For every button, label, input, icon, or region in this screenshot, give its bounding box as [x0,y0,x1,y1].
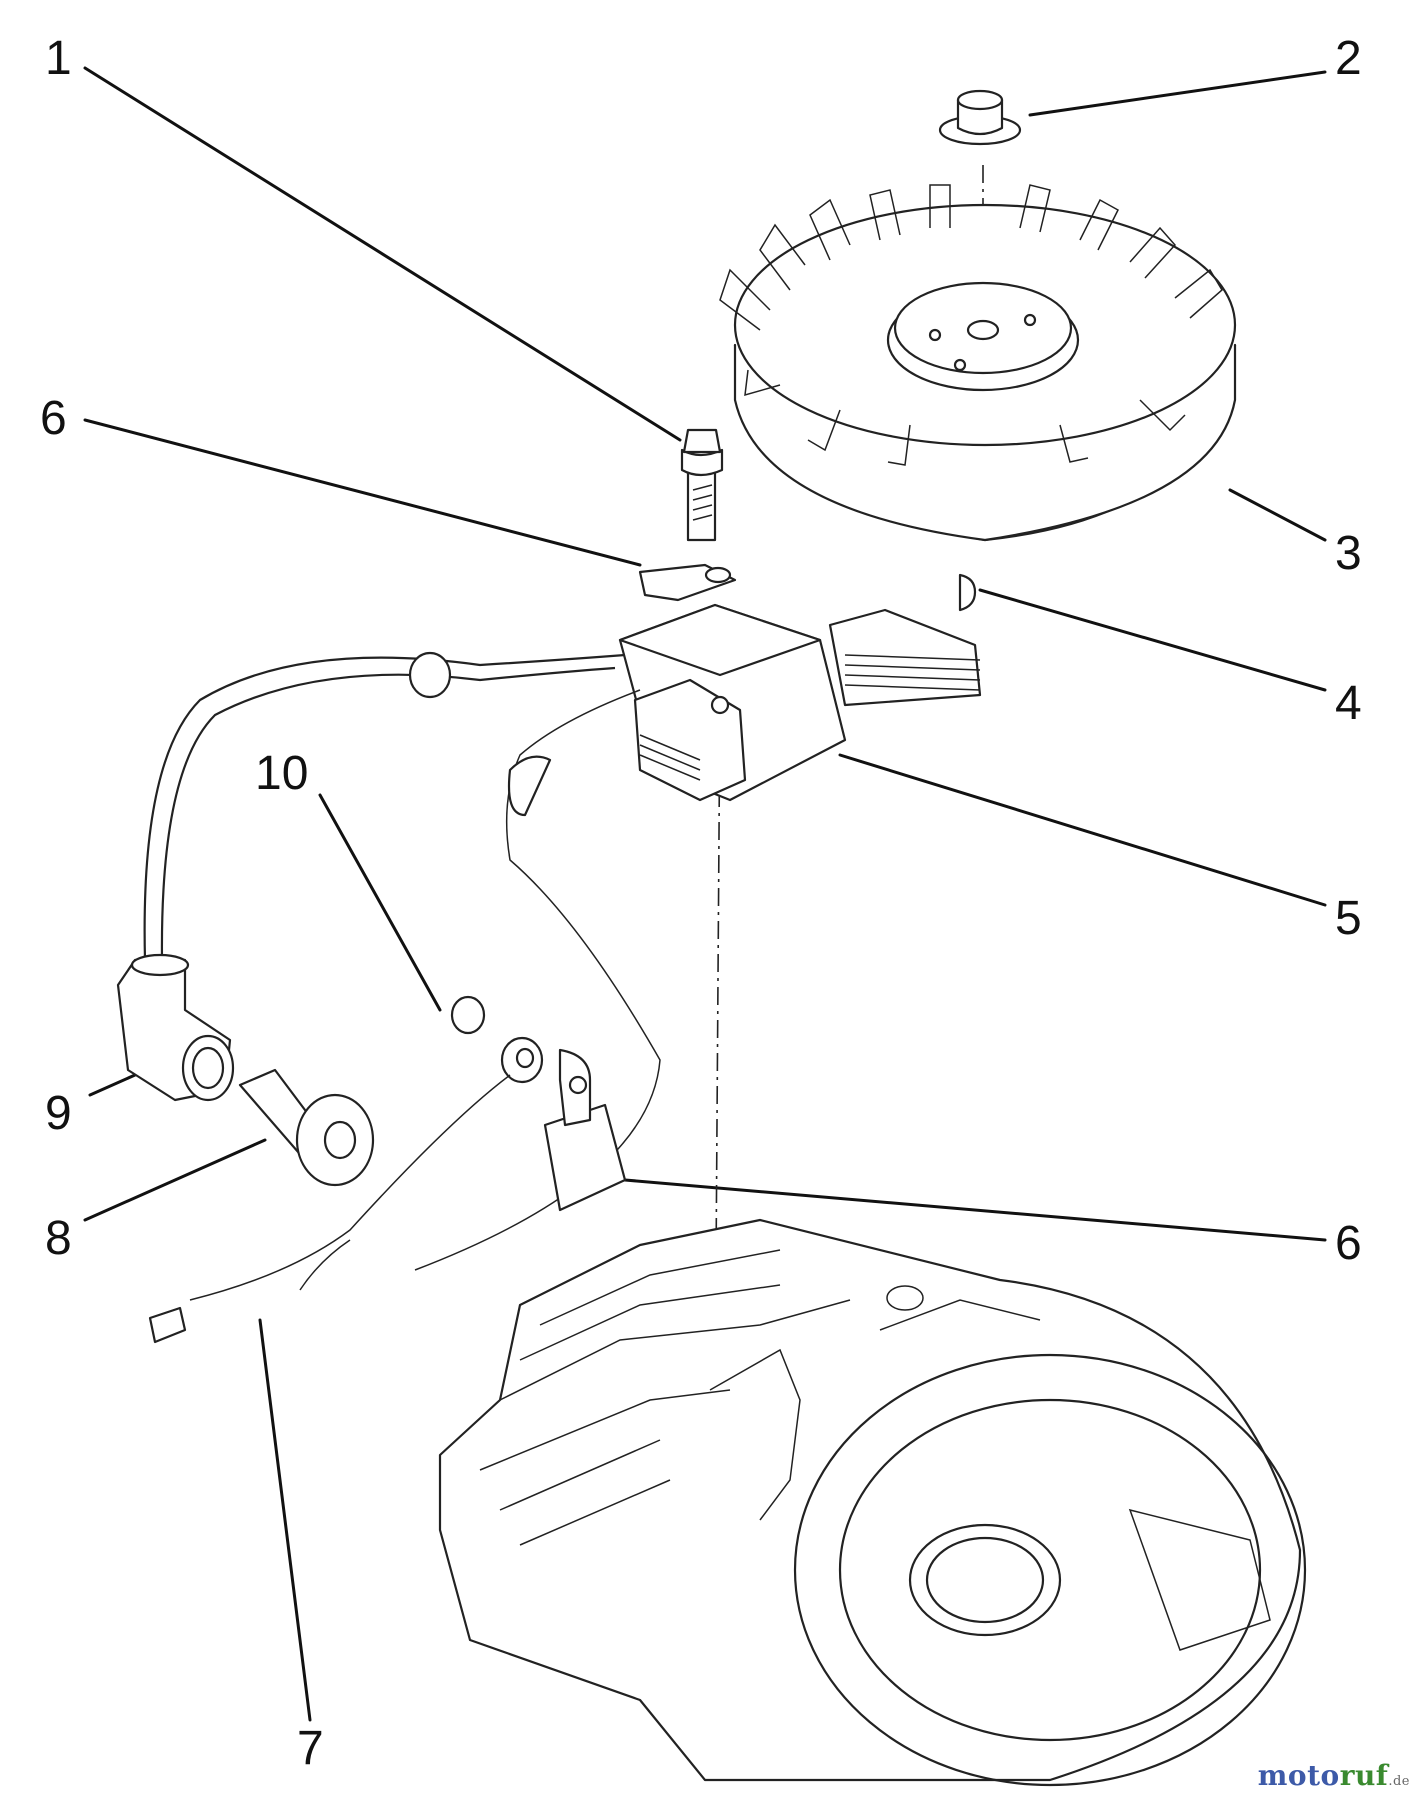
callout-2: 2 [1335,32,1362,85]
wire-sleeve [507,755,552,817]
callout-10: 10 [255,747,309,800]
leader-5 [838,753,1327,907]
callout-5: 5 [1335,892,1362,945]
callout-1: 1 [45,32,72,85]
ground-wire [148,1074,511,1344]
leader-9 [88,1073,137,1097]
flywheel [719,184,1237,542]
high-tension-lead [143,653,626,961]
engine-block [438,1218,1307,1787]
leader-2 [1028,70,1327,117]
callout-8: 8 [45,1212,72,1265]
watermark-brand-a: moto [1257,1759,1340,1792]
cap-terminal [238,1068,375,1187]
spark-plug-cap [116,953,235,1102]
ignition-coil [618,603,982,802]
watermark-brand-b: ruf [1339,1759,1389,1792]
leader-8 [83,1138,267,1222]
lead-grommet [408,651,452,699]
leader-3 [1228,488,1327,542]
leader-6a [83,418,642,567]
leader-7 [258,1318,312,1722]
mounting-bolt [680,428,724,542]
callout-9: 9 [45,1087,72,1140]
terminal-nut [450,995,544,1084]
flywheel-key [958,573,977,612]
callout-4: 4 [1335,677,1362,730]
callout-6-upper: 6 [40,392,67,445]
watermark-logo: motoruf.de [1258,1759,1410,1792]
leader-6b [623,1178,1327,1242]
leader-10 [318,793,442,1012]
callout-7: 7 [297,1722,324,1775]
flywheel-nut [938,89,1022,146]
leader-lines [83,66,1327,1722]
ground-clip-upper [638,563,737,602]
leader-1 [83,66,682,442]
callout-3: 3 [1335,527,1362,580]
callout-6-lower: 6 [1335,1217,1362,1270]
watermark-suffix: .de [1388,1774,1410,1789]
stop-terminal-lower [543,1048,627,1212]
leader-4 [978,588,1327,692]
